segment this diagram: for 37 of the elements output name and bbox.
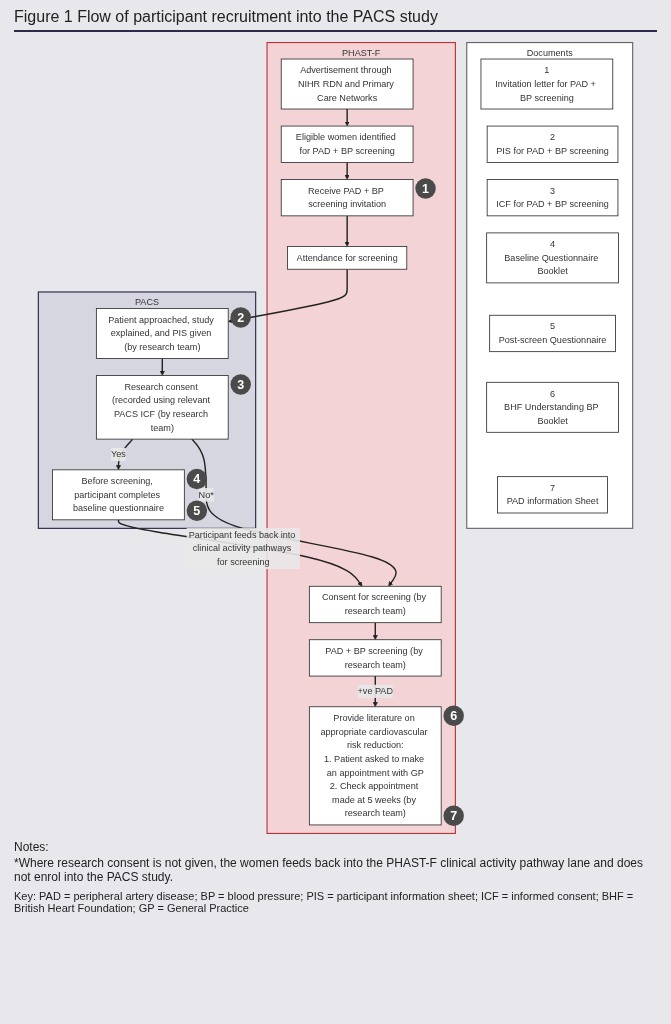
edge-label: +ve PAD <box>357 686 394 696</box>
note-text: Notes: <box>14 840 50 854</box>
node-box: Patient approached, study explained, and PIS given (by research team) <box>95 308 229 359</box>
node-box: 5 Post-screen Questionnaire <box>489 314 616 353</box>
arrow <box>372 621 378 640</box>
arrow <box>344 161 350 180</box>
number-badge: 7 <box>443 805 464 827</box>
arrow <box>344 215 350 247</box>
node-box: Receive PAD + BP screening invitation <box>280 179 414 217</box>
node-box: 4 Baseline Questionnaire Booklet <box>486 232 619 284</box>
node-box: PAD + BP screening (by research team) <box>308 639 442 677</box>
node-box: 6 BHF Understanding BP Booklet <box>486 381 619 433</box>
number-badge: 2 <box>230 307 251 328</box>
node-box: 3 ICF for PAD + BP screening <box>486 179 619 217</box>
node-box: Attendance for screening <box>287 246 408 270</box>
arrow <box>159 357 165 376</box>
node-box: Before screening, participant completes baseline questionnaire <box>52 469 185 521</box>
node-box: 7 PAD information Sheet <box>497 476 608 514</box>
number-badge: 6 <box>443 705 464 727</box>
node-box: Provide literature on appropriate cardiovascular risk reduction: 1. Patient asked to make an appointment with GP 2. Check appointment made at 5 weeks (by research team) <box>308 706 442 826</box>
node-box: Advertisement through NIHR RDN and Primary Care Networks <box>280 58 414 110</box>
edge-label: No* <box>198 489 214 500</box>
node-box: 2 PIS for PAD + BP screening <box>486 125 619 163</box>
arrow <box>117 519 363 587</box>
note-text: *Where research consent is not given, the women feeds back into the PHAST-F clinical activity pathway lane and does not enrol into the PACS study. <box>14 856 644 884</box>
arrow <box>344 108 350 127</box>
node-box: Research consent (recorded using relevant PACS ICF (by research team) <box>95 375 229 440</box>
number-badge: 1 <box>415 178 436 199</box>
number-badge: 5 <box>186 500 208 521</box>
node-box: 1 Invitation letter for PAD + BP screening <box>480 58 614 110</box>
number-badge: 3 <box>230 374 251 395</box>
node-box: Consent for screening (by research team) <box>308 585 442 624</box>
number-badge: 4 <box>186 468 208 490</box>
edge-label: Yes <box>111 449 126 460</box>
key-caption: Key: PAD = peripheral artery disease; BP = blood pressure; PIS = participant information sheet; ICF = informed consent; BHF = British Heart Foundation; GP = General Practice <box>14 890 635 914</box>
figure-title: Figure 1 Flow of participant recruitment into the PACS study <box>14 8 657 32</box>
node-box: Eligible women identified for PAD + BP screening <box>280 125 414 163</box>
